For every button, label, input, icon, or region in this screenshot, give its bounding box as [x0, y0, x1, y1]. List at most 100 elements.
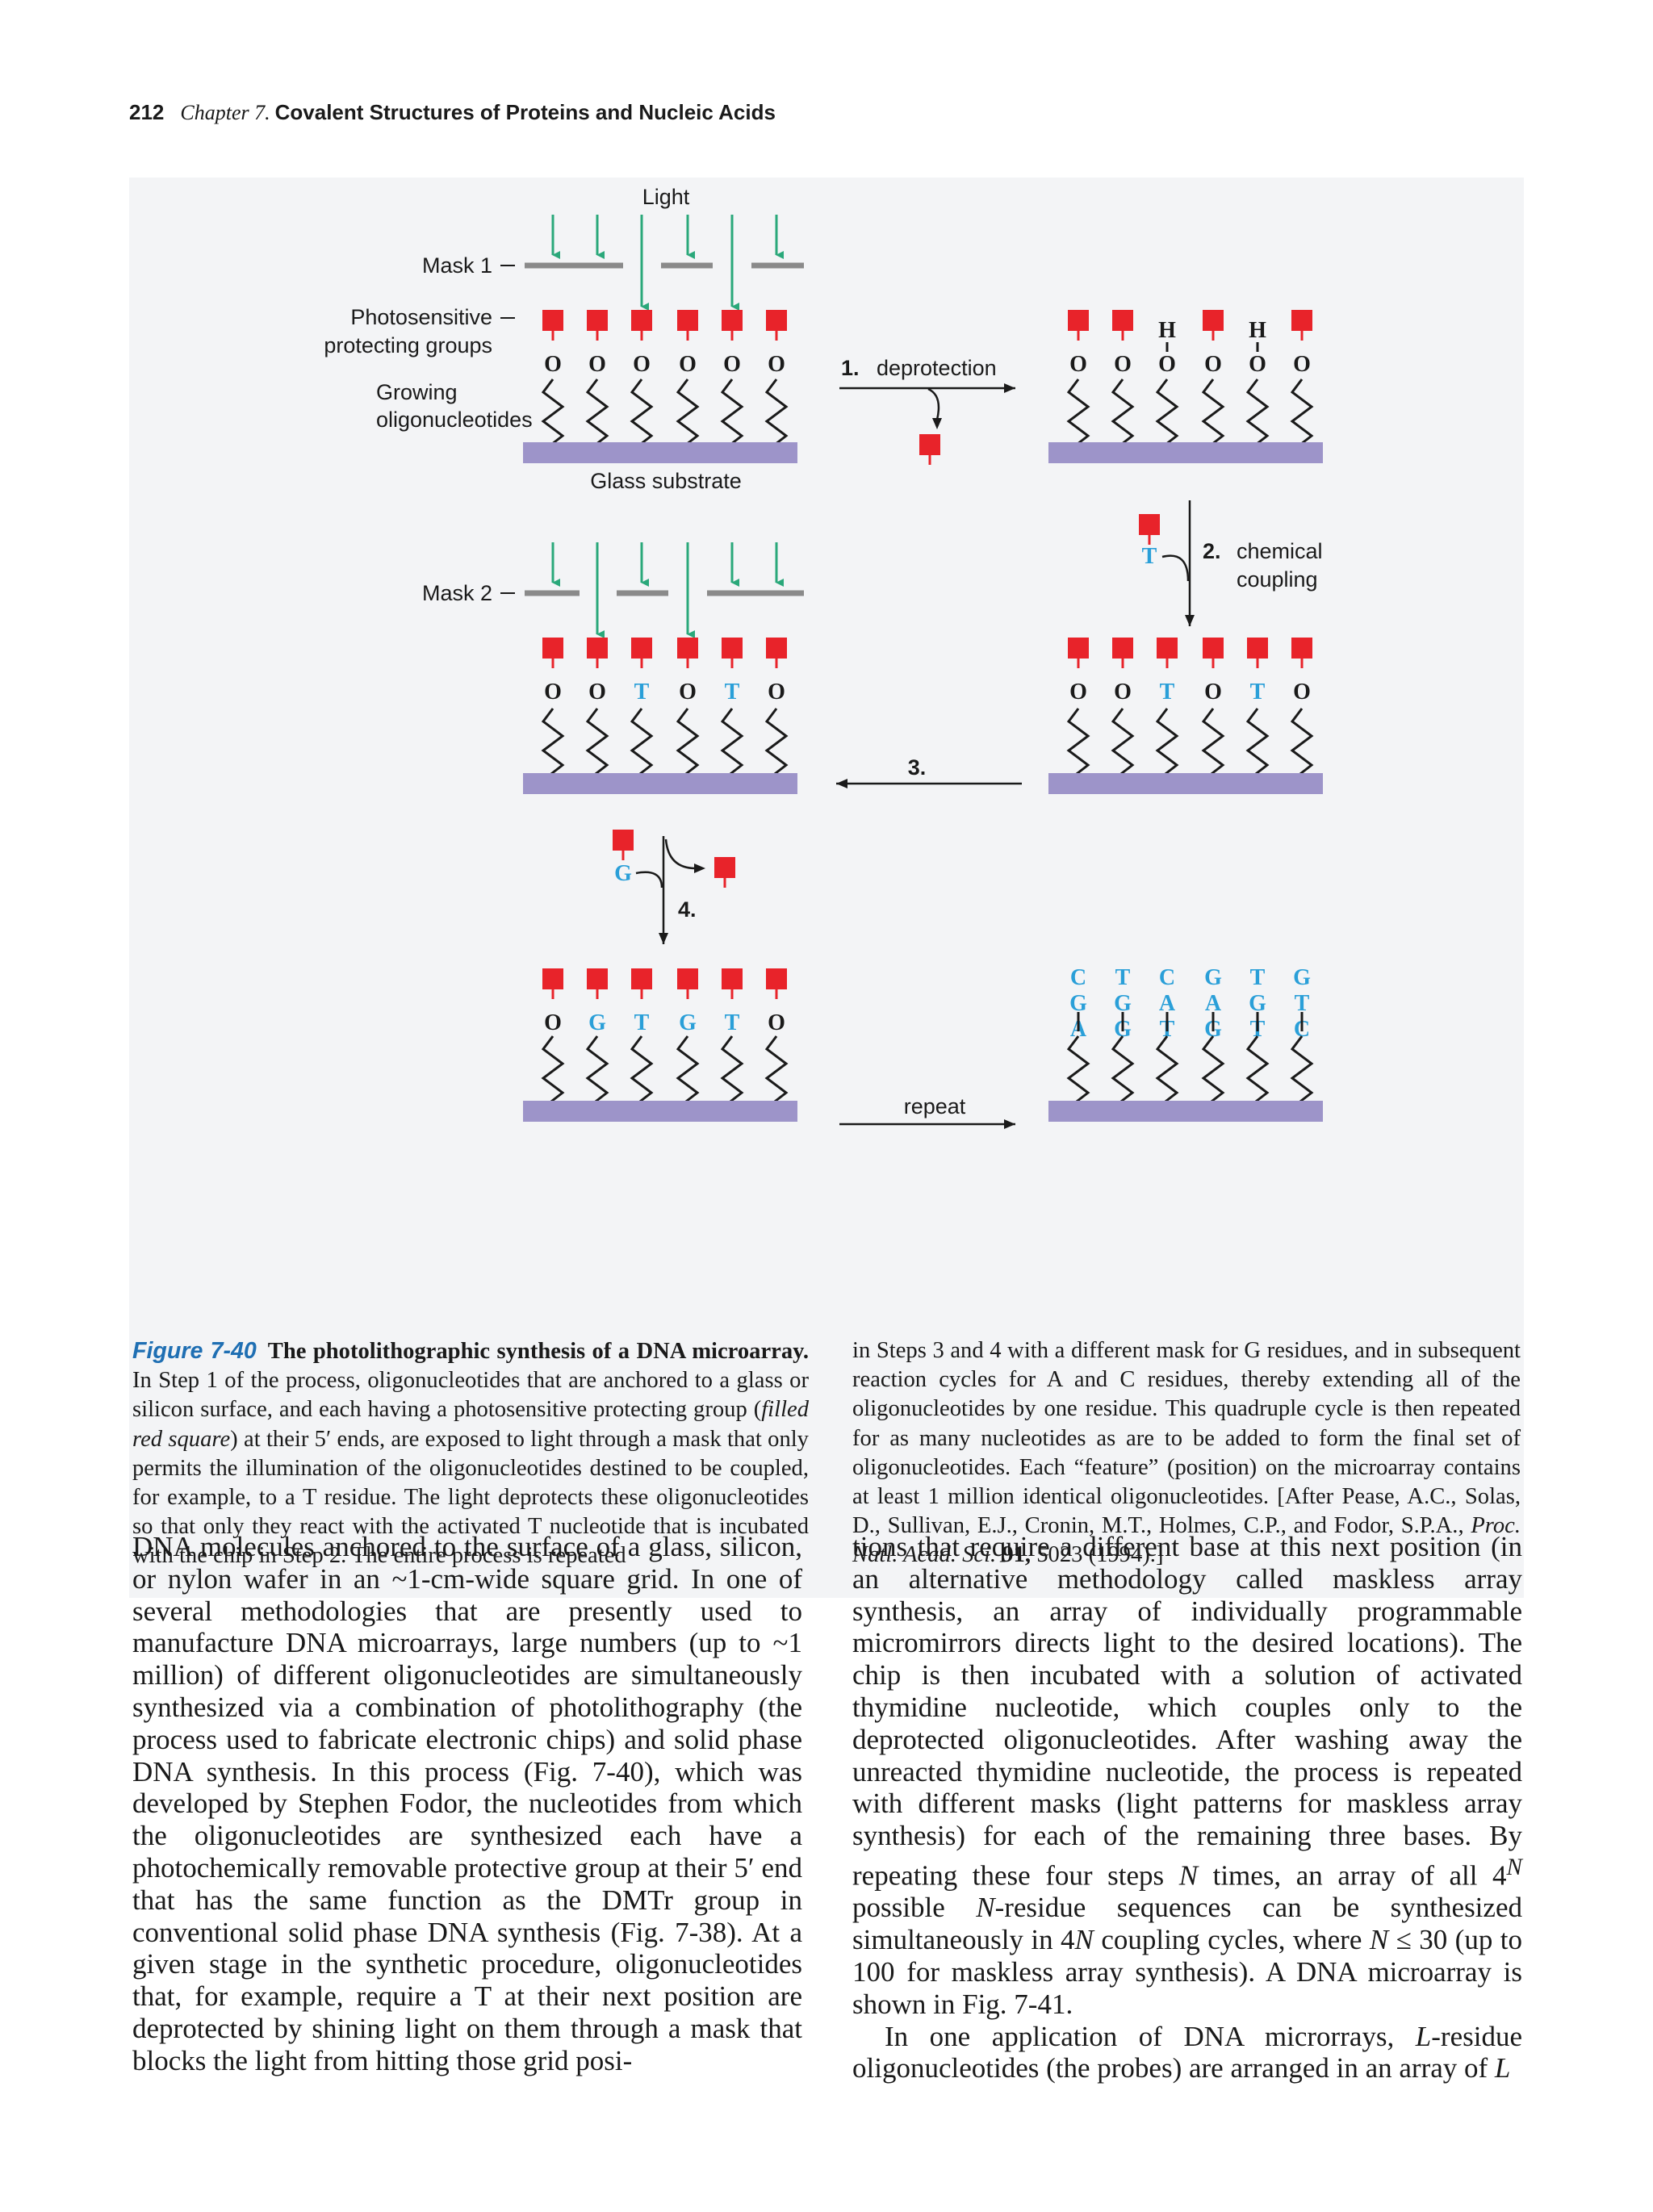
glass-substrate — [523, 773, 797, 794]
residue-label: G — [588, 1010, 606, 1035]
residue-label: T — [725, 679, 740, 705]
var-n: N — [1178, 1859, 1199, 1892]
oligonucleotide-chain — [676, 1035, 700, 1106]
oligonucleotide-chain — [720, 708, 744, 778]
growing-label: Growing — [376, 380, 458, 404]
body-right-e: coupling cycles, where — [1093, 1924, 1370, 1956]
mask1-label: Mask 1 — [422, 253, 492, 278]
caption-left-italic: filled red square — [132, 1397, 809, 1452]
residue-label: O — [544, 679, 562, 705]
incoming-nucleotide-t: T — [1142, 544, 1157, 569]
caption-left-b: ) at their 5′ ends, are exposed to light… — [132, 1426, 809, 1569]
step1-arrow-head — [1004, 383, 1015, 393]
final-residue: G — [1069, 991, 1087, 1016]
oligonucleotide-chain — [764, 378, 789, 449]
oligonucleotide-chain — [1245, 378, 1270, 449]
protecting-groups-label: protecting groups — [324, 333, 492, 358]
var-n: N — [976, 1892, 995, 1924]
chapter-number: Chapter 7. — [180, 101, 270, 124]
protecting-group — [722, 638, 743, 659]
residue-label: G — [679, 1010, 697, 1035]
var-n-sup: N — [1506, 1854, 1522, 1880]
caption-journal: Proc. Natl. Acad. Sci. — [852, 1513, 1521, 1568]
oligonucleotide-chain — [1290, 378, 1314, 449]
oligonucleotide-chain — [1290, 708, 1314, 778]
oligonucleotide-chain — [764, 1035, 789, 1106]
protecting-group — [677, 968, 698, 989]
residue-label: T — [1160, 679, 1175, 705]
oligonucleotide-chain — [676, 708, 700, 778]
protecting-group — [631, 968, 652, 989]
final-residue: G — [1114, 991, 1132, 1016]
incoming-protecting-group — [613, 830, 634, 851]
protecting-group — [1203, 310, 1224, 331]
residue-label: O — [1158, 352, 1176, 377]
final-residue: T — [1295, 991, 1310, 1016]
residue-label: O — [544, 1010, 562, 1035]
released-protecting-group — [714, 857, 735, 878]
oligonucleotide-chain — [764, 708, 789, 778]
var-l: L — [1415, 2020, 1432, 2052]
protecting-group — [1291, 638, 1312, 659]
step1-text: deprotection — [877, 356, 997, 380]
residue-label: O — [679, 352, 697, 377]
residue-label: T — [725, 1010, 740, 1035]
oligonucleotide-chain — [541, 1035, 565, 1106]
residue-label: O — [588, 679, 606, 705]
protecting-group — [1157, 638, 1178, 659]
final-residue: C — [1159, 965, 1175, 990]
oligonucleotide-chain — [1245, 1035, 1270, 1106]
photosensitive-label: Photosensitive — [350, 305, 492, 329]
oligonucleotide-chain — [1290, 1035, 1314, 1106]
protecting-group — [631, 638, 652, 659]
protecting-group — [1247, 638, 1268, 659]
oligonucleotide-chain — [1066, 1035, 1090, 1106]
caption-right-b: 5023 (1994).] — [1031, 1542, 1164, 1568]
body-right-p2b: -residue oligonucleotides (the probes) a… — [852, 2020, 1522, 2084]
released-protecting-group — [919, 434, 940, 455]
step4-branch — [635, 871, 663, 889]
oligonucleotide-chain — [585, 708, 609, 778]
step2-text-2: coupling — [1237, 567, 1318, 592]
step3-arrow-head — [836, 779, 847, 788]
residue-label: O — [1293, 679, 1311, 705]
oligonucleotide-chain — [1201, 378, 1225, 449]
protecting-group — [542, 968, 563, 989]
glass-substrate — [1048, 773, 1323, 794]
residue-label: O — [1114, 352, 1132, 377]
residue-label: O — [1204, 679, 1222, 705]
body-right-c: possible — [852, 1892, 977, 1924]
oligonucleotide-chain — [720, 378, 744, 449]
oligonucleotide-chain — [630, 1035, 654, 1106]
oligonucleotide-chain — [541, 378, 565, 449]
protecting-group — [1112, 310, 1133, 331]
protecting-group — [542, 310, 563, 331]
step2-branch — [1161, 554, 1190, 582]
oligonucleotide-chain — [1155, 378, 1179, 449]
oligonucleotide-chain — [630, 708, 654, 778]
oligonucleotide-chain — [1111, 708, 1135, 778]
oligonucleotide-chain — [541, 708, 565, 778]
body-text-left: DNA molecules anchored to the surface of… — [132, 1531, 802, 2077]
oligonucleotide-chain — [1066, 708, 1090, 778]
residue-label: O — [679, 679, 697, 705]
oligonucleotide-chain — [630, 378, 654, 449]
oligonucleotide-chain — [1155, 708, 1179, 778]
step1-number: 1. — [841, 356, 860, 380]
oligonucleotides-label: oligonucleotides — [376, 408, 533, 432]
residue-label: H — [1249, 318, 1266, 343]
residue-label: O — [633, 352, 651, 377]
protecting-group — [1291, 310, 1312, 331]
oligonucleotide-chain — [676, 378, 700, 449]
var-l: L — [1494, 2052, 1511, 2084]
protecting-group — [766, 310, 787, 331]
oligonucleotide-chain — [1245, 708, 1270, 778]
final-residue: C — [1070, 965, 1086, 990]
glass-substrate — [1048, 442, 1323, 463]
caption-right: in Steps 3 and 4 with a different mask f… — [852, 1336, 1521, 1570]
var-n: N — [1074, 1924, 1094, 1956]
protecting-group — [1068, 310, 1089, 331]
glass-substrate — [1048, 1101, 1323, 1122]
residue-label: O — [1249, 352, 1266, 377]
oligonucleotide-chain — [1066, 378, 1090, 449]
